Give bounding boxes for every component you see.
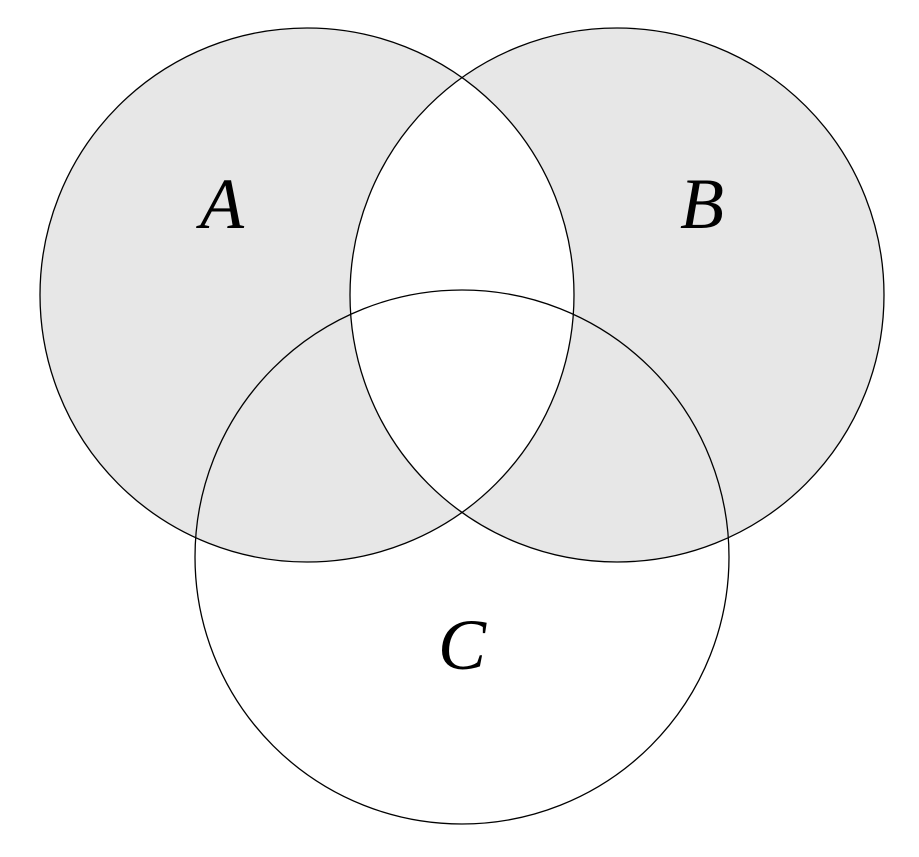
circle-b-outline (349, 27, 885, 563)
circle-c-outline (194, 289, 730, 825)
circle-a-outline (39, 27, 575, 563)
set-label-c: C (438, 605, 487, 685)
set-label-b: B (680, 164, 724, 244)
set-label-a: A (196, 164, 245, 244)
shaded-region-a-xor-b (40, 27, 884, 563)
